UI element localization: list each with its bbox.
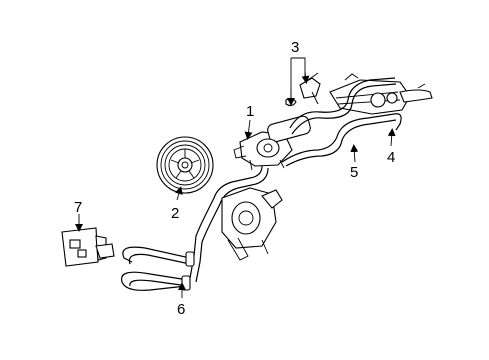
callout-7: 7: [74, 199, 82, 216]
callout-3-arrow-b: [301, 71, 310, 84]
callout-2-leader: [175, 186, 183, 201]
callout-1-leader: [244, 119, 253, 140]
callout-4: 4: [387, 149, 395, 166]
pulley: [156, 136, 214, 194]
callout-3: 3: [291, 39, 299, 56]
hoses: [189, 77, 402, 283]
gear-box: [221, 187, 283, 261]
callout-1: 1: [246, 103, 254, 120]
callout-6: 6: [177, 301, 185, 318]
cooler-lines: [120, 246, 195, 291]
callout-2: 2: [171, 205, 179, 222]
pump: [233, 115, 311, 171]
callout-5: 5: [350, 164, 358, 181]
steering-gear: [329, 73, 433, 115]
bracket: [61, 227, 115, 267]
callout-5-leader: [350, 144, 359, 163]
callout-4-leader: [387, 128, 396, 147]
